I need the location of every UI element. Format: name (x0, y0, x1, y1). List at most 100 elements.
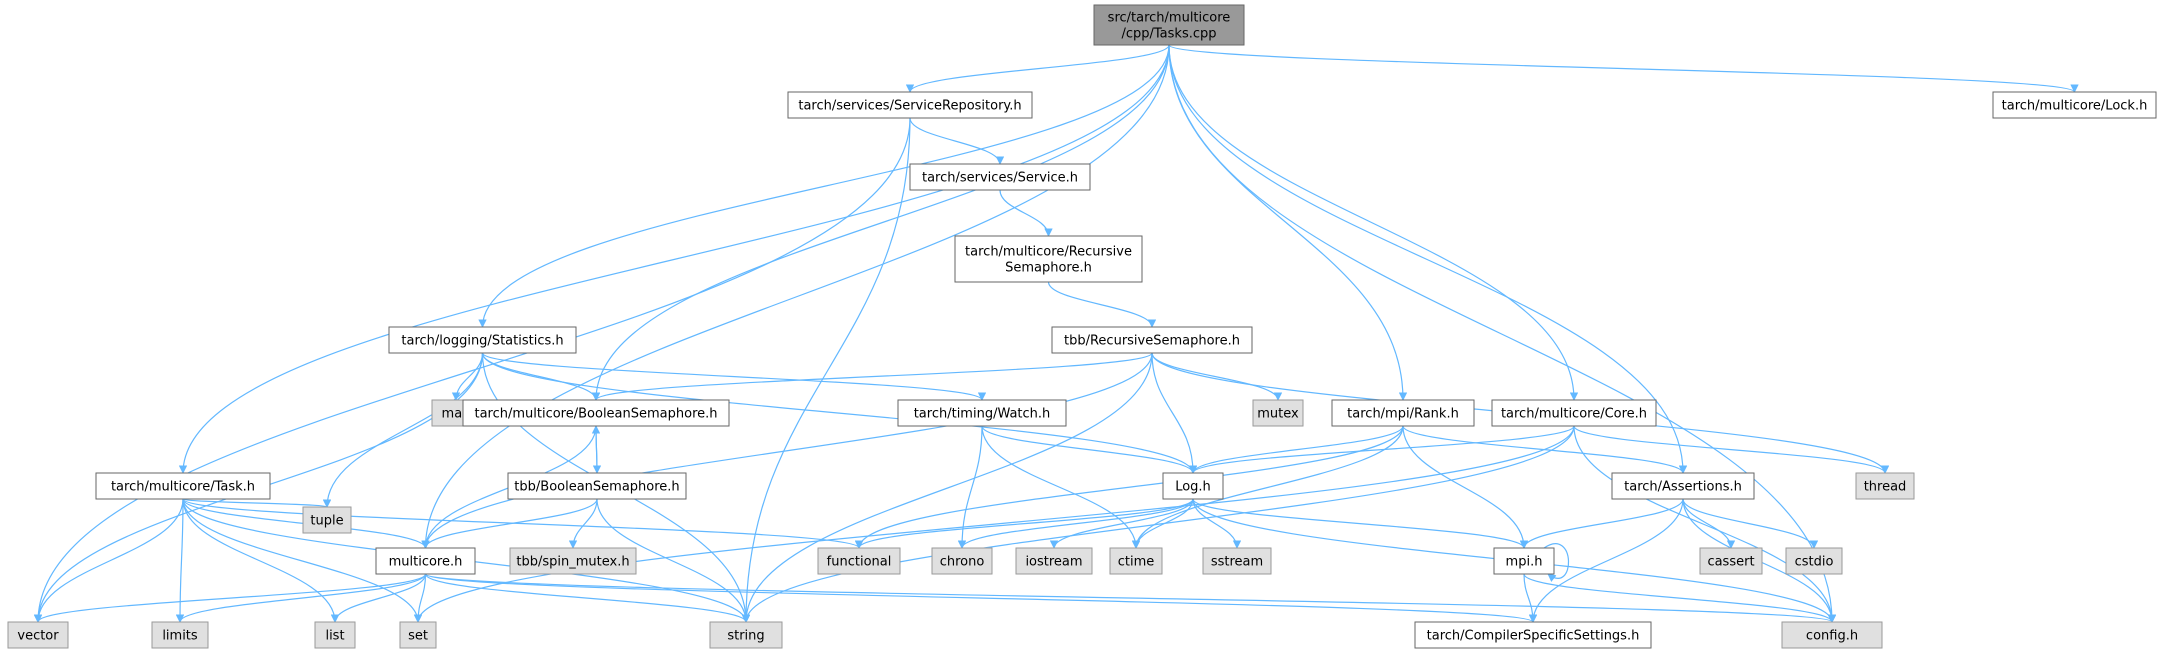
node-box (509, 547, 637, 575)
node-box (817, 547, 901, 575)
edge-taskh-to-list (182, 498, 340, 623)
node-multicore[interactable]: multicore.h (375, 547, 476, 575)
edge-multicore-to-config (424, 573, 1836, 623)
edge-tbbbool-to-string (596, 498, 751, 623)
node-label: tarch/CompilerSpecificSettings.h (1427, 629, 1640, 644)
node-spinmutex: tbb/spin_mutex.h (509, 547, 637, 575)
node-label: chrono (940, 555, 985, 570)
edge-tbbrec-to-multicore (421, 352, 1153, 549)
node-service[interactable]: tarch/services/Service.h (909, 163, 1091, 191)
node-box (399, 621, 437, 649)
edge-log-to-chrono (957, 498, 1194, 549)
edge-core-to-set (413, 425, 1575, 623)
node-sstream: sstream (1202, 547, 1272, 575)
edge-rank-to-mpi (1402, 425, 1529, 549)
node-label: /cpp/Tasks.cpp (1121, 27, 1216, 42)
node-label: thread (1864, 480, 1907, 495)
node-box (954, 235, 1143, 283)
node-label: tarch/multicore/BooleanSemaphore.h (474, 407, 717, 422)
node-label: ctime (1118, 555, 1155, 570)
edge-stats-to-map (451, 352, 484, 401)
edge-stats-to-watch (481, 352, 987, 401)
node-root[interactable]: src/tarch/multicore/cpp/Tasks.cpp (1093, 4, 1245, 46)
node-label: tarch/Assertions.h (1624, 480, 1742, 495)
edge-core-to-log (1188, 425, 1575, 474)
node-label: cstdio (1795, 555, 1834, 570)
edge-core-to-thread (1573, 425, 1890, 474)
node-box (1109, 547, 1163, 575)
node-label: limits (162, 629, 198, 644)
node-rank[interactable]: tarch/mpi/Rank.h (1331, 399, 1475, 427)
edge-taskh-to-limits (175, 498, 185, 623)
node-box (7, 621, 69, 649)
node-assert[interactable]: tarch/Assertions.h (1611, 472, 1755, 500)
node-box (507, 472, 687, 500)
edge-tbbrec-to-mutex (1151, 352, 1283, 401)
edge-service-to-recsemh (999, 189, 1053, 237)
node-mpi[interactable]: mpi.h (1493, 547, 1555, 575)
node-label: list (325, 629, 344, 644)
edge-root-to-taskh (178, 44, 1170, 474)
node-ctime: ctime (1109, 547, 1163, 575)
edge-tbbrec-to-log (1151, 352, 1198, 474)
node-box (709, 621, 783, 649)
node-label: mutex (1257, 407, 1299, 422)
node-label: tarch/services/ServiceRepository.h (798, 99, 1021, 114)
node-box (1781, 621, 1883, 649)
edge-multicore-to-set (413, 573, 427, 623)
node-tbbbool[interactable]: tbb/BooleanSemaphore.h (507, 472, 687, 500)
node-set: set (399, 621, 437, 649)
node-watch[interactable]: tarch/timing/Watch.h (897, 399, 1067, 427)
node-box (388, 326, 577, 354)
edge-servrepo-to-service (909, 117, 1005, 165)
node-label: tuple (310, 514, 343, 529)
node-tbbrec[interactable]: tbb/RecursiveSemaphore.h (1051, 326, 1253, 354)
node-box (1699, 547, 1763, 575)
node-label: functional (827, 555, 892, 570)
node-list: list (314, 621, 356, 649)
node-label: multicore.h (389, 555, 463, 570)
node-log[interactable]: Log.h (1162, 472, 1224, 500)
edge-taskh-to-functional (182, 498, 863, 549)
edge-stats-to-tuple (322, 352, 484, 508)
node-core[interactable]: tarch/multicore/Core.h (1491, 399, 1657, 427)
node-box (1015, 547, 1093, 575)
node-label: tarch/multicore/Lock.h (2002, 99, 2148, 114)
node-box (95, 472, 271, 500)
node-box (909, 163, 1091, 191)
node-label: tarch/mpi/Rank.h (1347, 407, 1459, 422)
edge-multicore-to-vector (33, 573, 427, 623)
node-recsemh[interactable]: tarch/multicore/RecursiveSemaphore.h (954, 235, 1143, 283)
node-box (1855, 472, 1915, 500)
edge-taskh-to-vector (33, 498, 184, 623)
node-boolsem[interactable]: tarch/multicore/BooleanSemaphore.h (462, 399, 730, 427)
node-box (1785, 547, 1843, 575)
edge-taskh-to-set (182, 498, 423, 623)
edge-rank-to-functional (854, 425, 1404, 549)
node-label: tarch/multicore/Task.h (111, 480, 255, 495)
node-functional: functional (817, 547, 901, 575)
node-label: cassert (1707, 555, 1754, 570)
node-label: tarch/services/Service.h (922, 171, 1078, 186)
edge-core-to-string (741, 425, 1575, 623)
edge-watch-to-log (981, 425, 1198, 474)
node-taskh[interactable]: tarch/multicore/Task.h (95, 472, 271, 500)
node-lock[interactable]: tarch/multicore/Lock.h (1992, 91, 2157, 119)
node-box (787, 91, 1033, 119)
node-stats[interactable]: tarch/logging/Statistics.h (388, 326, 577, 354)
node-cassert: cassert (1699, 547, 1763, 575)
node-servrepo[interactable]: tarch/services/ServiceRepository.h (787, 91, 1033, 119)
node-compiler[interactable]: tarch/CompilerSpecificSettings.h (1414, 621, 1652, 649)
node-config: config.h (1781, 621, 1883, 649)
node-box (462, 399, 730, 427)
node-limits: limits (151, 621, 209, 649)
node-mutex: mutex (1252, 399, 1304, 427)
edge-log-to-functional (854, 498, 1194, 549)
edge-assert-to-mpi (1519, 498, 1684, 549)
node-box (1051, 326, 1253, 354)
edge-rank-to-log (1188, 425, 1404, 474)
edge-tbbbool-to-spinmutex (568, 498, 598, 549)
edge-multicore-to-compiler (424, 573, 1537, 623)
node-box (931, 547, 993, 575)
